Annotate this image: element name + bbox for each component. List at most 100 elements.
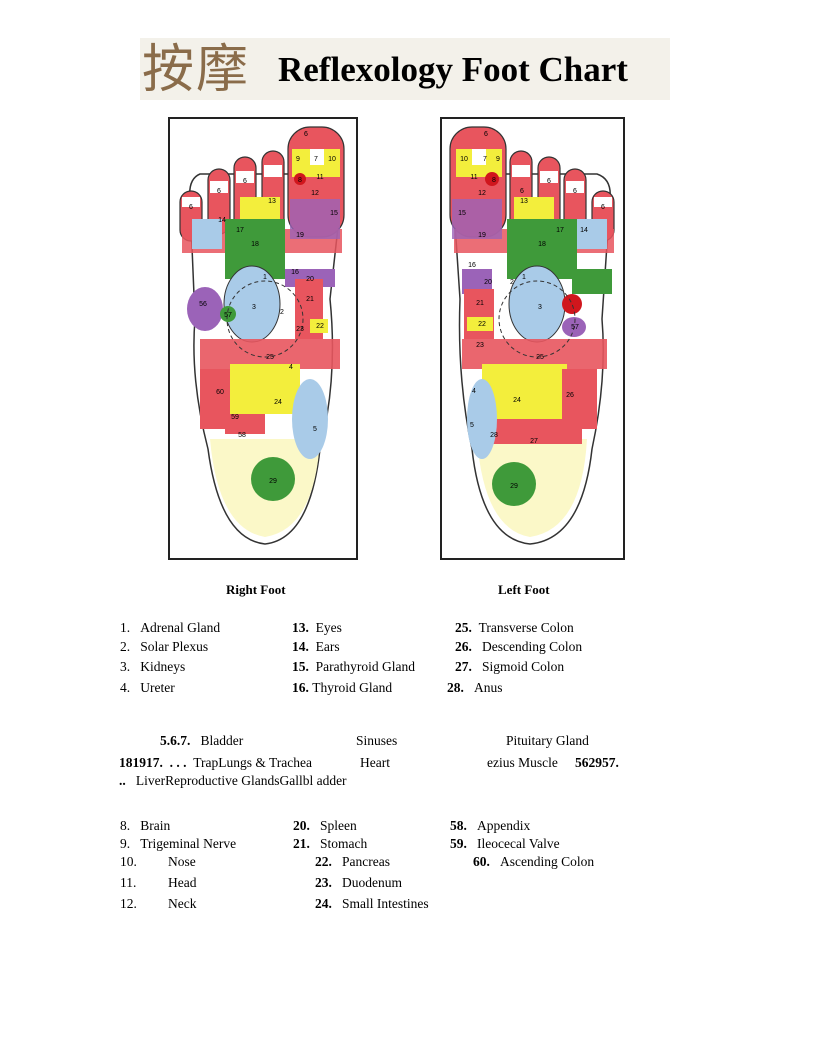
- svg-text:19: 19: [478, 232, 486, 239]
- svg-text:7: 7: [483, 156, 487, 163]
- legend-garbled-line: .. LiverReproductive GlandsGallbl adder: [119, 773, 347, 788]
- legend-garbled-line: 181917. . . . TrapLungs & Trachea: [119, 755, 313, 770]
- legend-item: 23. Duodenum: [315, 875, 402, 890]
- legend-garbled-line: Heart: [360, 755, 390, 770]
- svg-text:28: 28: [490, 432, 498, 439]
- svg-text:21: 21: [476, 300, 484, 307]
- svg-text:12: 12: [311, 190, 319, 197]
- svg-text:25: 25: [536, 354, 544, 361]
- svg-text:4: 4: [289, 364, 293, 371]
- svg-text:25: 25: [266, 354, 274, 361]
- svg-text:3: 3: [252, 304, 256, 311]
- svg-text:58: 58: [238, 432, 246, 439]
- svg-text:21: 21: [306, 296, 314, 303]
- svg-text:2: 2: [280, 309, 284, 316]
- chinese-title: 按摩: [142, 40, 251, 100]
- svg-text:1: 1: [522, 274, 526, 281]
- legend-item: 8. Brain: [120, 818, 171, 833]
- svg-text:6: 6: [520, 188, 524, 195]
- page-title: Reflexology Foot Chart: [278, 50, 628, 89]
- svg-text:9: 9: [496, 156, 500, 163]
- svg-text:6: 6: [601, 204, 605, 211]
- svg-text:19: 19: [296, 232, 304, 239]
- svg-text:17: 17: [556, 227, 564, 234]
- svg-text:57: 57: [571, 324, 579, 331]
- legend-item: 26. Descending Colon: [455, 639, 583, 654]
- svg-text:16: 16: [468, 262, 476, 269]
- legend-garbled-line: Sinuses: [356, 733, 398, 748]
- svg-text:6: 6: [304, 131, 308, 138]
- legend-item: 28. Anus: [447, 680, 503, 695]
- svg-text:11: 11: [316, 174, 323, 181]
- legend-garbled-line: 562957.: [575, 755, 619, 770]
- svg-text:24: 24: [274, 399, 282, 406]
- legend-item: 59. Ileocecal Valve: [450, 836, 560, 851]
- svg-text:20: 20: [484, 279, 492, 286]
- svg-text:16: 16: [291, 269, 299, 276]
- svg-text:11: 11: [470, 174, 477, 181]
- svg-text:10: 10: [328, 156, 336, 163]
- svg-text:4: 4: [472, 388, 476, 395]
- legend-item: 58. Appendix: [450, 818, 531, 833]
- legend-item: 3. Kidneys: [120, 659, 186, 674]
- svg-text:6: 6: [484, 131, 488, 138]
- svg-text:1: 1: [263, 274, 267, 281]
- legend-item: 16. Thyroid Gland: [292, 680, 393, 695]
- legend-item: 2. Solar Plexus: [120, 639, 209, 654]
- svg-text:22: 22: [316, 323, 324, 330]
- svg-text:8: 8: [492, 177, 496, 184]
- legend-item: 12.: [120, 896, 137, 911]
- svg-text:57: 57: [224, 312, 232, 319]
- legend-item: 25. Transverse Colon: [455, 620, 574, 635]
- legend-item: 10.: [120, 854, 137, 869]
- legend-item: 1. Adrenal Gland: [120, 620, 221, 635]
- svg-text:5: 5: [470, 422, 474, 429]
- svg-text:9: 9: [296, 156, 300, 163]
- svg-text:6: 6: [243, 178, 247, 185]
- svg-text:22: 22: [478, 321, 486, 328]
- legend-item: 14. Ears: [292, 639, 340, 654]
- svg-text:18: 18: [251, 241, 259, 248]
- legend-item: 21. Stomach: [293, 836, 368, 851]
- svg-text:7: 7: [314, 156, 318, 163]
- svg-text:10: 10: [460, 156, 468, 163]
- svg-text:59: 59: [231, 414, 239, 421]
- legend-item: 24. Small Intestines: [315, 896, 429, 911]
- svg-text:6: 6: [189, 204, 193, 211]
- svg-text:5: 5: [313, 426, 317, 433]
- legend-item: 60. Ascending Colon: [473, 854, 595, 869]
- left-foot-label: Left Foot: [498, 582, 550, 597]
- svg-text:13: 13: [520, 198, 528, 205]
- svg-text:17: 17: [236, 227, 244, 234]
- svg-text:6: 6: [217, 188, 221, 195]
- svg-text:23: 23: [296, 326, 304, 333]
- svg-text:6: 6: [573, 188, 577, 195]
- svg-text:24: 24: [513, 397, 521, 404]
- legend-item: 11.: [120, 875, 137, 890]
- svg-text:12: 12: [478, 190, 486, 197]
- svg-text:18: 18: [538, 241, 546, 248]
- right-foot-label: Right Foot: [226, 582, 286, 597]
- svg-text:60: 60: [216, 389, 224, 396]
- svg-text:15: 15: [458, 210, 466, 217]
- svg-text:56: 56: [199, 301, 207, 308]
- header-banner: [140, 38, 670, 100]
- legend-garbled-line: ezius Muscle: [487, 755, 558, 770]
- legend-item: 4. Ureter: [120, 680, 175, 695]
- legend-item: 9. Trigeminal Nerve: [120, 836, 237, 851]
- svg-text:6: 6: [547, 178, 551, 185]
- svg-text:8: 8: [298, 177, 302, 184]
- svg-text:13: 13: [268, 198, 276, 205]
- svg-text:27: 27: [530, 438, 538, 445]
- svg-text:14: 14: [218, 217, 226, 224]
- legend-garbled-line: 5.6.7. Bladder: [160, 733, 244, 748]
- svg-text:29: 29: [269, 478, 277, 485]
- svg-text:15: 15: [330, 210, 338, 217]
- legend-item: 15. Parathyroid Gland: [292, 659, 415, 674]
- legend-item: 20. Spleen: [293, 818, 357, 833]
- legend-item: 13. Eyes: [292, 620, 342, 635]
